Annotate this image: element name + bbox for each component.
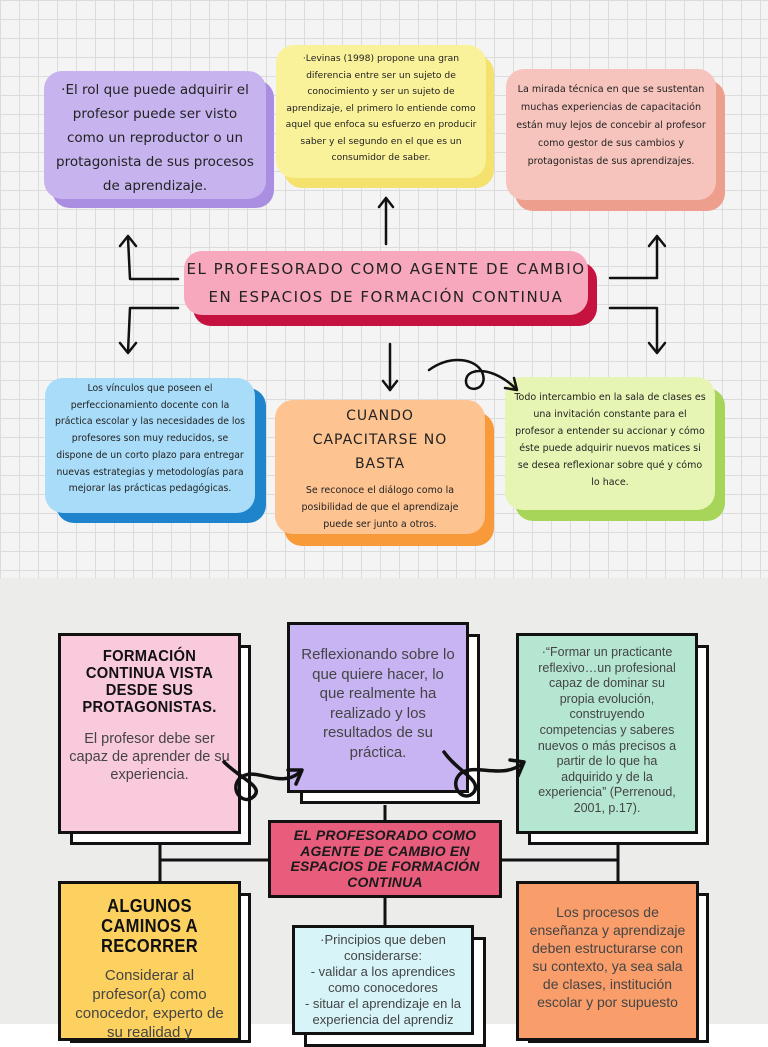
arrow-left-down xyxy=(118,306,180,355)
purple-box: Reflexionando sobre lo que quiere hacer,… xyxy=(287,622,469,793)
orange-card-title: CUANDO CAPACITARSE NO BASTA xyxy=(312,408,448,472)
blue-card-text: Los vínculos que poseen el perfeccionami… xyxy=(54,383,246,495)
green-card: Todo intercambio en la sala de clases es… xyxy=(505,377,715,510)
blue-card: Los vínculos que poseen el perfeccionami… xyxy=(45,378,255,513)
central-banner-line1: EL PROFESORADO COMO AGENTE DE CAMBIO xyxy=(186,260,586,278)
arrow-up-center xyxy=(377,196,395,246)
yellow-card-text: ·Levinas (1998) propone una gran diferen… xyxy=(285,53,477,163)
top-arrows xyxy=(118,196,667,392)
orange-card-text: Se reconoce el diálogo como la posibilid… xyxy=(301,485,459,530)
cyan-box-text: ·Principios que deben considerarse: - va… xyxy=(304,932,462,1027)
green-box-text: ·“Formar un practicante reflexivo…un pro… xyxy=(537,645,677,815)
curly-arrow-right xyxy=(427,358,519,392)
purple-card-text: ·El rol que puede adquirir el profesor p… xyxy=(56,82,254,194)
yellow-card: ·Levinas (1998) propone una gran diferen… xyxy=(276,45,486,178)
central-banner: EL PROFESORADO COMO AGENTE DE CAMBIO EN … xyxy=(184,251,588,315)
green-card-text: Todo intercambio en la sala de clases es… xyxy=(514,392,706,488)
yellow-box-text: Considerar al profesor(a) como conocedor… xyxy=(75,967,224,1041)
bottom-central-box: EL PROFESORADO COMO AGENTE DE CAMBIO EN … xyxy=(268,820,502,898)
green-box: ·“Formar un practicante reflexivo…un pro… xyxy=(516,633,698,834)
bottom-central-text: EL PROFESORADO COMO AGENTE DE CAMBIO EN … xyxy=(290,827,480,890)
arrow-right-down xyxy=(608,306,667,355)
purple-box-text: Reflexionando sobre lo que quiere hacer,… xyxy=(301,646,455,761)
yellow-box-title: ALGUNOS CAMINOS A RECORRER xyxy=(100,896,198,956)
purple-card: ·El rol que puede adquirir el profesor p… xyxy=(44,71,266,199)
arrow-left-up xyxy=(118,234,180,281)
pink-card-text: La mirada técnica en que se sustentan mu… xyxy=(516,84,706,167)
pink-card: La mirada técnica en que se sustentan mu… xyxy=(506,69,716,200)
cyan-box: ·Principios que deben considerarse: - va… xyxy=(292,925,474,1035)
arrow-right-up xyxy=(608,234,667,280)
yellow-box: ALGUNOS CAMINOS A RECORRER Considerar al… xyxy=(58,881,241,1041)
orange-box-text: Los procesos de enseñanza y aprendizaje … xyxy=(529,904,686,1010)
pink-box: FORMACIÓN CONTINUA VISTA DESDE SUS PROTA… xyxy=(58,633,241,834)
central-banner-line2: EN ESPACIOS DE FORMACIÓN CONTINUA xyxy=(208,288,564,306)
orange-box: Los procesos de enseñanza y aprendizaje … xyxy=(516,881,699,1041)
orange-card: CUANDO CAPACITARSE NO BASTA Se reconoce … xyxy=(275,400,485,534)
pink-box-title: FORMACIÓN CONTINUA VISTA DESDE SUS PROTA… xyxy=(82,648,217,716)
arrow-down-center xyxy=(381,342,399,392)
pink-box-text: El profesor debe ser capaz de aprender d… xyxy=(69,731,230,783)
